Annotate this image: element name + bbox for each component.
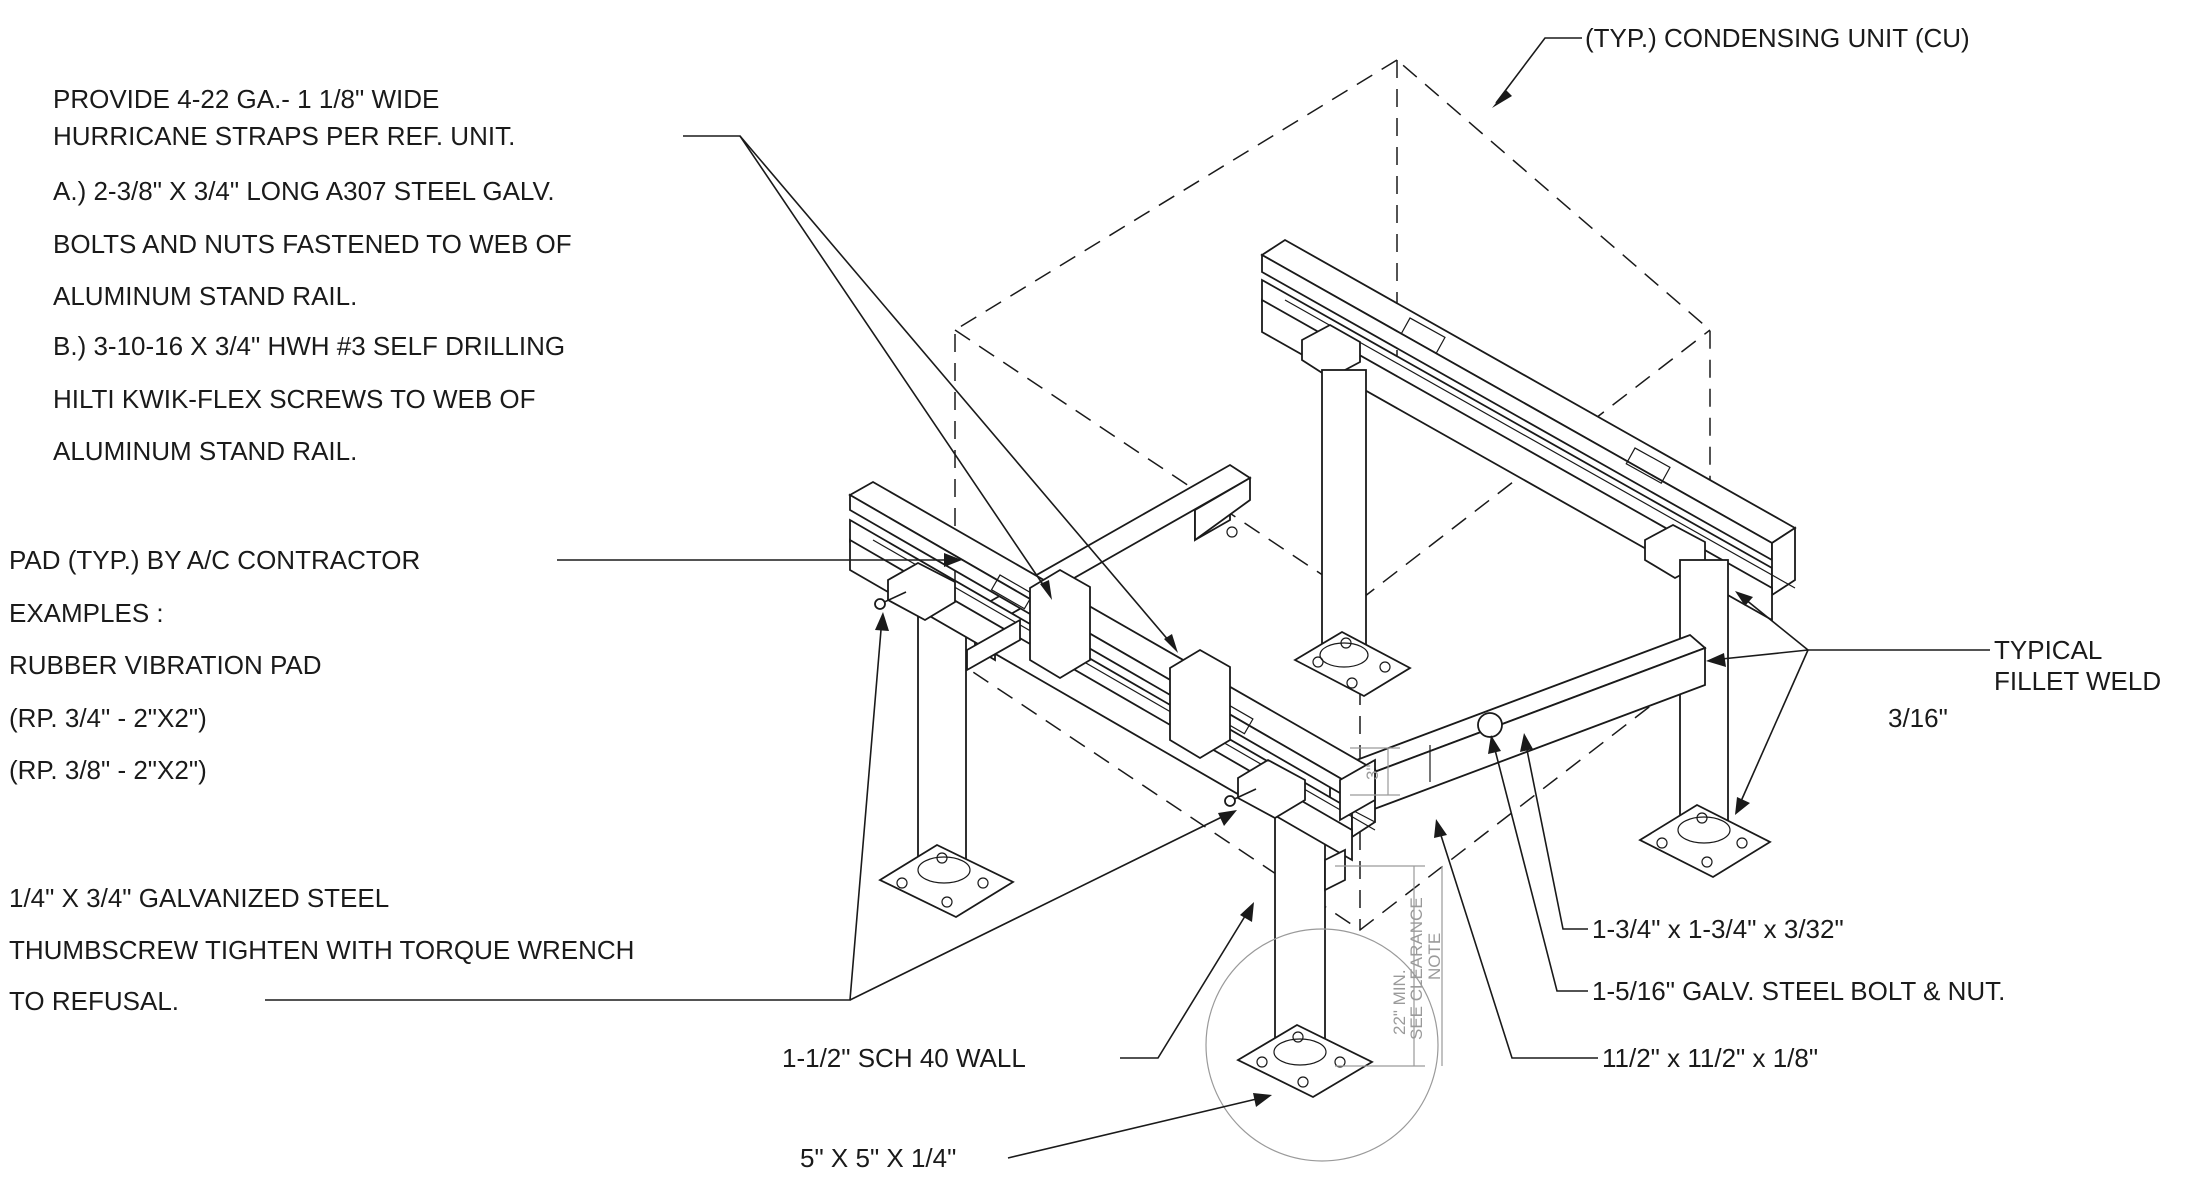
plate-label: 5" X 5" X 1/4" xyxy=(800,1143,956,1173)
clearance-label-2: NOTE xyxy=(1425,933,1444,980)
dimension-lines xyxy=(1205,747,1443,1162)
leg-back-center xyxy=(1293,369,1412,698)
tube-label: 11/2" x 11/2" x 1/8" xyxy=(1602,1043,1818,1073)
note-b-1: B.) 3-10-16 X 3/4" HWH #3 SELF DRILLING xyxy=(53,331,565,361)
clearance-label-1: SEE CLEARANCE xyxy=(1407,897,1426,1040)
leg-front xyxy=(1236,794,1374,1099)
annotation-text: (TYP.) CONDENSING UNIT (CU) PROVIDE 4-22… xyxy=(9,23,2161,1173)
pad-label-3: RUBBER VIBRATION PAD xyxy=(9,650,322,680)
front-rail xyxy=(848,480,1377,862)
condensing-unit-outline xyxy=(954,59,1711,931)
strap-brackets xyxy=(1029,568,1376,822)
thumbscrew-label-2: THUMBSCREW TIGHTEN WITH TORQUE WRENCH xyxy=(9,935,634,965)
dim-min-text: 22" MIN. SEE CLEARANCE NOTE xyxy=(1390,897,1444,1040)
front-pad-clips xyxy=(874,561,1306,820)
pad-label-4: (RP. 3/4" - 2"X2") xyxy=(9,703,207,733)
note-a-2: BOLTS AND NUTS FASTENED TO WEB OF xyxy=(53,229,572,259)
weld-size-label: 3/16" xyxy=(1888,703,1948,733)
note-b-2: HILTI KWIK-FLEX SCREWS TO WEB OF xyxy=(53,384,536,414)
straps-label-1: PROVIDE 4-22 GA.- 1 1/8" WIDE xyxy=(53,84,439,114)
bolt-label: 1-5/16" GALV. STEEL BOLT & NUT. xyxy=(1592,976,2005,1006)
pipe-label: 1-1/2" SCH 40 WALL xyxy=(782,1043,1026,1073)
pad-label-5: (RP. 3/8" - 2"X2") xyxy=(9,755,207,785)
lower-brace xyxy=(966,618,1346,892)
leg-left xyxy=(878,609,1015,919)
note-a-3: ALUMINUM STAND RAIL. xyxy=(53,281,357,311)
cu-label: (TYP.) CONDENSING UNIT (CU) xyxy=(1585,23,1970,53)
pad-label-1: PAD (TYP.) BY A/C CONTRACTOR xyxy=(9,545,420,575)
dim-3-text: 3" xyxy=(1363,765,1382,781)
note-b-3: ALUMINUM STAND RAIL. xyxy=(53,436,357,466)
angle-label: 1-3/4" x 1-3/4" x 3/32" xyxy=(1592,914,1844,944)
dim-min-label: 22" MIN. xyxy=(1390,969,1409,1035)
thumbscrew-label-3: TO REFUSAL. xyxy=(9,986,179,1016)
straps-label-2: HURRICANE STRAPS PER REF. UNIT. xyxy=(53,121,515,151)
rear-pad-clip xyxy=(1301,323,1706,580)
typical-label-2: FILLET WELD xyxy=(1994,666,2161,696)
thumbscrew-label-1: 1/4" X 3/4" GALVANIZED STEEL xyxy=(9,883,389,913)
typical-label-1: TYPICAL xyxy=(1994,635,2102,665)
dim-3-label: 3" xyxy=(1363,765,1382,781)
note-a-1: A.) 2-3/8" X 3/4" LONG A307 STEEL GALV. xyxy=(53,176,555,206)
leader-lines xyxy=(265,37,1990,1159)
pad-label-2: EXAMPLES : xyxy=(9,598,164,628)
